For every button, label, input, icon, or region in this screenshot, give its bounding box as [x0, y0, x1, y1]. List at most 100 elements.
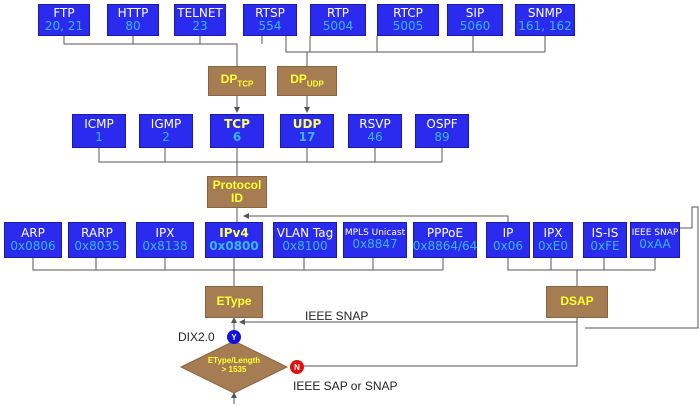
port-number: 20, 21 [44, 19, 84, 33]
port-name: SIP [465, 6, 485, 21]
dsap-name: IS-IS [591, 226, 619, 241]
port-name: RTCP [393, 6, 423, 21]
protocol-rsvp-box: RSVP 46 [348, 114, 402, 148]
dsap-value: 0xFE [590, 239, 620, 253]
port-rtp-box: RTP 5004 [310, 4, 366, 36]
protocol-name: RSVP [359, 117, 391, 132]
port-name: HTTP [117, 6, 149, 21]
port-sip-box: SIP 5060 [447, 4, 503, 36]
ethertype-rarp-box: RARP 0x8035 [68, 222, 126, 258]
port-number: 5060 [459, 19, 491, 33]
protocol-id-box: Protocol ID [207, 176, 267, 208]
ethertype-value: 0x8138 [142, 239, 188, 253]
protocol-id-line2: ID [231, 191, 243, 205]
decision-diamond [179, 340, 289, 394]
protocol-name: IGMP [150, 117, 182, 132]
ieee-sap-label: IEEE SAP or SNAP [293, 379, 398, 393]
ethertype-ipx-box: IPX 0x8138 [136, 222, 194, 258]
dsap-ip-box: IP 0x06 [486, 222, 530, 258]
etype-box: EType [205, 286, 263, 318]
protocol-name: OSPF [426, 117, 458, 132]
port-name: FTP [53, 6, 75, 21]
protocol-number: 17 [298, 130, 316, 144]
ethertype-value: 0x8035 [74, 239, 120, 253]
port-name: RTSP [255, 6, 285, 21]
decision-line2: > 1535 [221, 365, 247, 375]
decision-line1: EType/Length [207, 356, 261, 365]
ethertype-value: 0x8100 [282, 239, 328, 253]
yes-marker: Y [227, 330, 241, 344]
yes-marker-text: Y [231, 332, 237, 342]
dp-tcp-sub: TCP [237, 79, 254, 89]
decision-label: EType/Length > 1535 [184, 356, 284, 374]
protocol-ospf-box: OSPF 89 [415, 114, 469, 148]
ethertype-name: ARP [21, 226, 45, 241]
port-rtcp-box: RTCP 5005 [377, 4, 439, 36]
dsap-value: 0xE0 [538, 239, 568, 253]
port-rtsp-box: RTSP 554 [243, 4, 297, 36]
protocol-number: 1 [95, 130, 103, 144]
ethertype-vlan-box: VLAN Tag 0x8100 [273, 222, 337, 258]
port-number: 23 [192, 19, 208, 33]
ieee-snap-label: IEEE SNAP [305, 309, 369, 323]
ethertype-name: RARP [81, 226, 113, 241]
dsap-isis-box: IS-IS 0xFE [583, 222, 627, 258]
dsap-ieee-snap-box: IEEE SNAP 0xAA [630, 222, 680, 258]
port-telnet-box: TELNET 23 [174, 4, 226, 36]
etype-label: EType [216, 294, 252, 309]
protocol-number: 6 [232, 130, 242, 144]
ethertype-name: IPX [155, 226, 175, 241]
ethertype-arp-box: ARP 0x0806 [4, 222, 62, 258]
dsap-ipx-box: IPX 0xE0 [533, 222, 573, 258]
port-number: 554 [258, 19, 282, 33]
no-marker-text: N [294, 362, 300, 372]
protocol-name: ICMP [84, 117, 114, 132]
ethertype-value: 0x8864/64 [412, 239, 478, 253]
port-name: SNMP [527, 6, 563, 21]
ethertype-pppoe-box: PPPoE 0x8864/64 [413, 222, 477, 258]
dsap-name: IPX [543, 226, 563, 241]
dsap-label: DSAP [560, 294, 594, 309]
port-ftp-box: FTP 20, 21 [38, 4, 90, 36]
port-number: 5005 [392, 19, 424, 33]
protocol-number: 89 [434, 130, 450, 144]
protocol-id-line1: Protocol [212, 177, 262, 192]
dsap-value: 0x06 [492, 239, 523, 253]
ethertype-name: PPPoE [426, 226, 464, 241]
dp-tcp-box: DPTCP [208, 66, 266, 96]
port-number: 80 [125, 19, 141, 33]
ethertype-value: 0x0806 [10, 239, 56, 253]
dp-udp-sub: UDP [306, 79, 324, 89]
port-name: TELNET [177, 6, 223, 21]
dsap-name: IP [502, 226, 514, 241]
protocol-number: 46 [367, 130, 383, 144]
ethertype-name: MPLS Unicast [344, 227, 406, 238]
protocol-igmp-box: IGMP 2 [139, 114, 193, 148]
port-name: RTP [326, 6, 350, 21]
protocol-udp-box: UDP 17 [280, 114, 334, 148]
no-marker: N [290, 360, 304, 374]
protocol-icmp-box: ICMP 1 [72, 114, 126, 148]
dix-label: DIX2.0 [178, 330, 215, 344]
ethertype-value: 0x0800 [209, 239, 259, 253]
dsap-value: 0xAA [639, 237, 671, 252]
port-snmp-box: SNMP 161, 162 [515, 4, 575, 36]
ethertype-name: VLAN Tag [276, 226, 334, 241]
ethertype-ipv4-box: IPv4 0x0800 [205, 222, 263, 258]
dsap-name: IEEE SNAP [631, 227, 679, 238]
port-http-box: HTTP 80 [107, 4, 159, 36]
dp-tcp-main: DP [220, 71, 238, 86]
ethertype-value: 0x8847 [352, 237, 398, 252]
dp-udp-box: DPUDP [277, 66, 337, 96]
ethertype-name: IPv4 [219, 226, 249, 241]
protocol-name: UDP [292, 117, 322, 132]
port-number: 5004 [322, 19, 354, 33]
ethertype-mpls-box: MPLS Unicast 0x8847 [343, 222, 407, 258]
protocol-tcp-box: TCP 6 [210, 114, 264, 148]
protocol-number: 2 [162, 130, 170, 144]
protocol-name: TCP [224, 117, 250, 132]
port-number: 161, 162 [518, 19, 572, 33]
dsap-box: DSAP [546, 286, 608, 318]
dp-udp-main: DP [290, 71, 307, 86]
